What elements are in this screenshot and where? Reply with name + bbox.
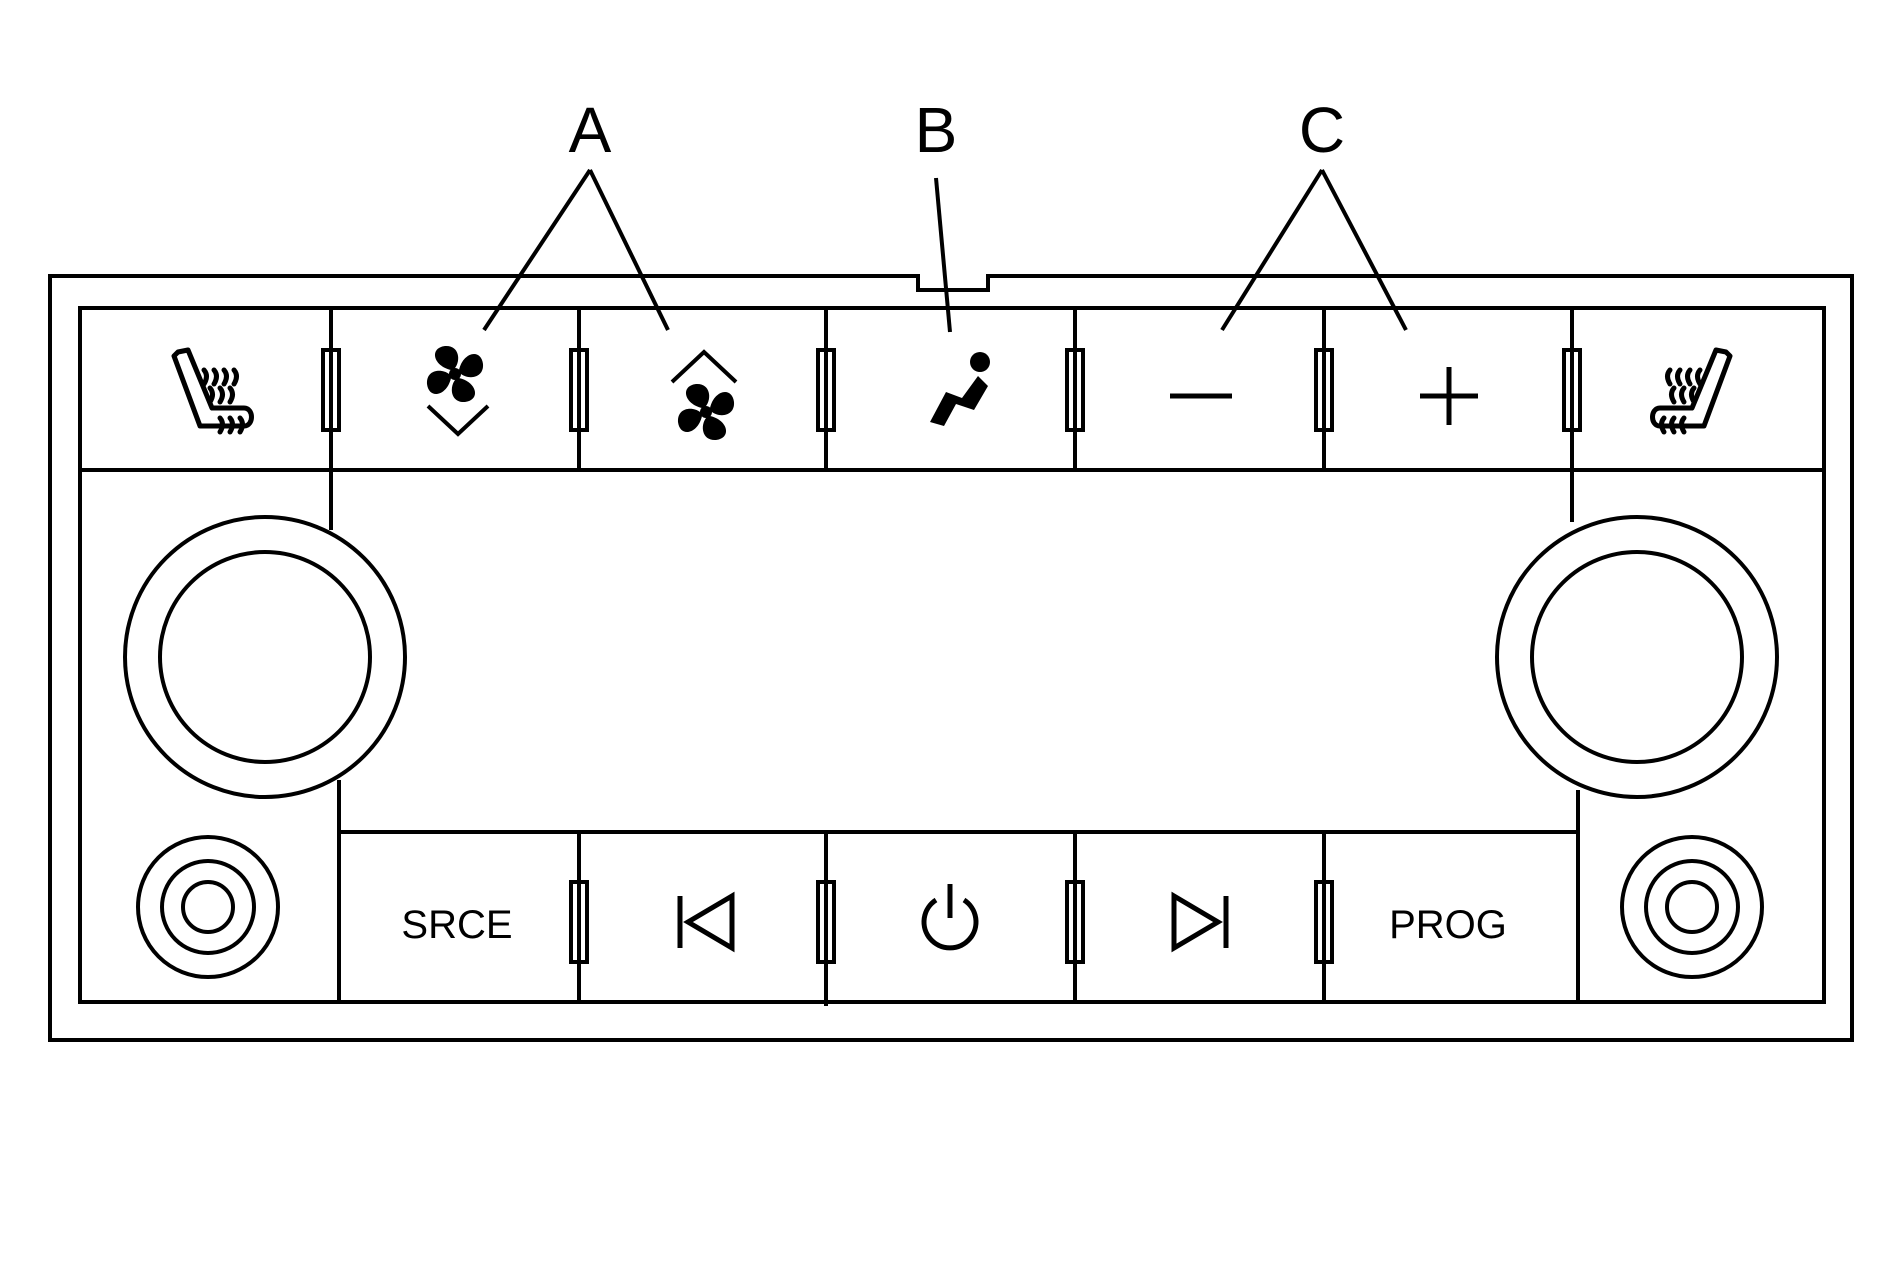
top-separators: [321, 308, 1582, 470]
left-knob[interactable]: [123, 515, 407, 799]
air-delivery-mode-icon: [930, 352, 990, 426]
fan-icon: [677, 383, 735, 441]
seek-forward-icon: [1171, 891, 1229, 953]
right-seat-heat-button[interactable]: [1653, 350, 1731, 432]
callout-a-label: A: [569, 94, 612, 166]
power-button[interactable]: [921, 884, 979, 951]
top-button-row: [80, 308, 1824, 472]
fan-icon: [426, 345, 484, 403]
chevron-up-icon: [670, 349, 738, 384]
program-label: PROG: [1389, 903, 1507, 947]
source-button[interactable]: SRCE: [401, 903, 512, 947]
left-round-button[interactable]: [136, 835, 280, 979]
callout-c: C: [1220, 94, 1408, 332]
source-label: SRCE: [401, 903, 512, 947]
right-knob[interactable]: [1495, 515, 1779, 799]
callout-b-label: B: [915, 94, 958, 166]
power-icon: [921, 884, 979, 951]
temp-plus-button[interactable]: [1420, 367, 1478, 425]
bottom-separators: [569, 832, 1334, 1006]
heated-seat-icon: [1653, 350, 1731, 432]
seek-forward-button[interactable]: [1171, 891, 1229, 953]
callout-c-label: C: [1299, 94, 1345, 166]
callout-b: B: [915, 94, 958, 333]
seek-back-icon: [677, 891, 735, 953]
chevron-down-icon: [426, 404, 490, 437]
display-frame: [329, 470, 1580, 1002]
heated-seat-icon: [174, 350, 252, 432]
right-round-button[interactable]: [1620, 835, 1764, 979]
panel-bezel: [48, 274, 1854, 1042]
program-button[interactable]: PROG: [1389, 903, 1507, 947]
left-seat-heat-button[interactable]: [174, 350, 252, 432]
plus-icon: [1420, 367, 1478, 425]
fan-down-button[interactable]: [426, 345, 490, 437]
callout-a: A: [482, 94, 670, 332]
air-mode-button[interactable]: [930, 352, 990, 426]
fan-up-button[interactable]: [670, 349, 738, 441]
seek-back-button[interactable]: [677, 891, 735, 953]
